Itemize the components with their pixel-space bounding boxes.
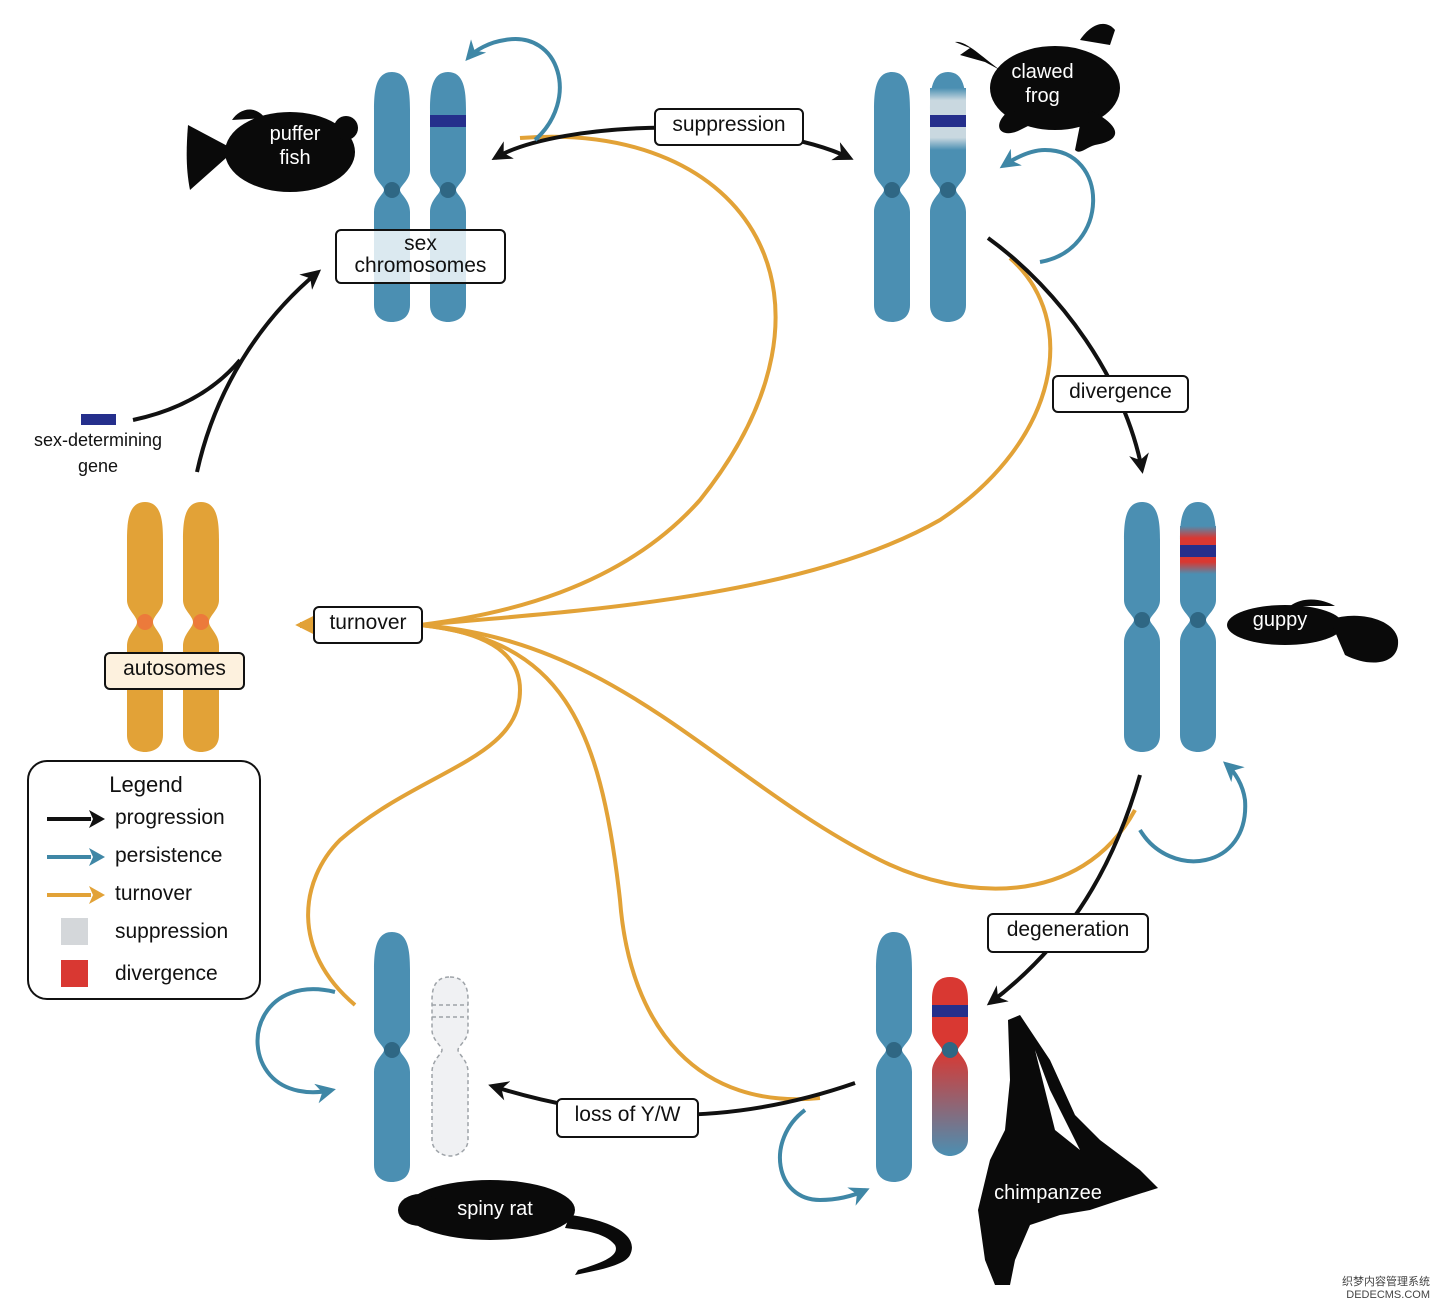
legend-item: turnover: [29, 880, 263, 910]
clawed-frog-icon: [955, 23, 1120, 152]
persistence-loop-guppy: [1138, 761, 1248, 864]
centromere: [942, 1042, 958, 1058]
turnover-from-sex-chromosomes: [419, 134, 778, 627]
guppy-icon: [1227, 599, 1399, 663]
autosome-pair: [127, 502, 219, 752]
centromere: [884, 182, 900, 198]
divergence-arrow: [986, 236, 1149, 474]
degeneration-arrow: [986, 774, 1142, 1006]
persistence-loop-spiny-rat: [255, 987, 336, 1104]
centromere: [137, 614, 153, 630]
suppression-chromosome-pair: [874, 72, 966, 322]
divergence-label: divergence: [1052, 375, 1189, 413]
puffer-fish-icon: [186, 109, 358, 192]
legend-label: divergence: [115, 962, 218, 985]
persistence-arrows: [255, 37, 1248, 1206]
persistence-loop-chimpanzee: [778, 1108, 870, 1206]
centromere: [1134, 612, 1150, 628]
lost-chromosome-outline: [431, 976, 469, 1157]
loss-chromosome-pair: [374, 932, 469, 1182]
puffer-fish-label: puffer fish: [269, 123, 321, 169]
chimpanzee-icon: [978, 1015, 1158, 1285]
persistence-loop-frog: [999, 147, 1096, 264]
progression-arrows: [132, 125, 1149, 1117]
legend-label: suppression: [115, 920, 229, 943]
gene-to-arrow-line: [132, 358, 242, 422]
watermark: 织梦内容管理系统 DEDECMS.COM: [1342, 1276, 1430, 1301]
sex-gene-band: [930, 115, 966, 127]
degeneration-chromosome-pair: [876, 932, 968, 1182]
chimpanzee-label: chimpanzee: [994, 1182, 1102, 1204]
turnover-label: turnover: [313, 606, 423, 644]
spiny-rat-label: spiny rat: [457, 1198, 533, 1220]
sex-chromosome-pair: [374, 72, 466, 322]
legend-item: persistence: [29, 842, 263, 872]
centromere: [193, 614, 209, 630]
sex-determining-gene-label: sex-determining gene: [33, 430, 163, 476]
centromere: [440, 182, 456, 198]
watermark-background: [1328, 1272, 1436, 1306]
suppression-label: suppression: [654, 108, 804, 146]
centromere: [886, 1042, 902, 1058]
sex-gene-band: [430, 115, 466, 127]
degeneration-label: degeneration: [987, 913, 1149, 953]
divergence-chromosome-pair: [1124, 502, 1216, 752]
legend: Legend progression persistence turnover …: [27, 760, 261, 1000]
legend-label: turnover: [115, 882, 193, 905]
legend-label: persistence: [115, 844, 223, 867]
persistence-loop-sex-chromosomes: [465, 37, 562, 142]
legend-label: progression: [115, 806, 225, 829]
black-arrow-icon: [47, 810, 105, 828]
legend-title: Legend: [109, 772, 183, 797]
blue-arrow-icon: [47, 848, 105, 866]
spiny-rat-icon: [398, 1180, 632, 1275]
clawed-frog-label: clawed frog: [1011, 61, 1074, 107]
gain-arrow: [195, 269, 322, 473]
centromere: [940, 182, 956, 198]
legend-item: suppression: [29, 918, 263, 948]
legend-item: divergence: [29, 960, 263, 990]
turnover-from-chimpanzee: [419, 623, 821, 1102]
red-swatch-icon: [61, 960, 88, 987]
legend-item: progression: [29, 804, 263, 834]
centromere: [384, 182, 400, 198]
centromere: [384, 1042, 400, 1058]
turnover-from-guppy: [419, 623, 1137, 891]
orange-arrow-icon: [47, 886, 105, 904]
turnover-from-spiny-rat: [306, 623, 523, 1007]
turnover-from-frog: [419, 256, 1053, 627]
sex-determining-gene-icon: [81, 414, 116, 425]
centromere: [1190, 612, 1206, 628]
sex-chromosomes-label: sex chromosomes: [335, 229, 506, 284]
loss-of-y-w-label: loss of Y/W: [556, 1098, 699, 1138]
sex-gene-band: [1180, 545, 1216, 557]
chromosome-y-bottom: [932, 1050, 968, 1156]
autosomes-label: autosomes: [104, 652, 245, 690]
guppy-label: guppy: [1252, 609, 1308, 631]
gray-swatch-icon: [61, 918, 88, 945]
sex-gene-band: [932, 1005, 968, 1017]
